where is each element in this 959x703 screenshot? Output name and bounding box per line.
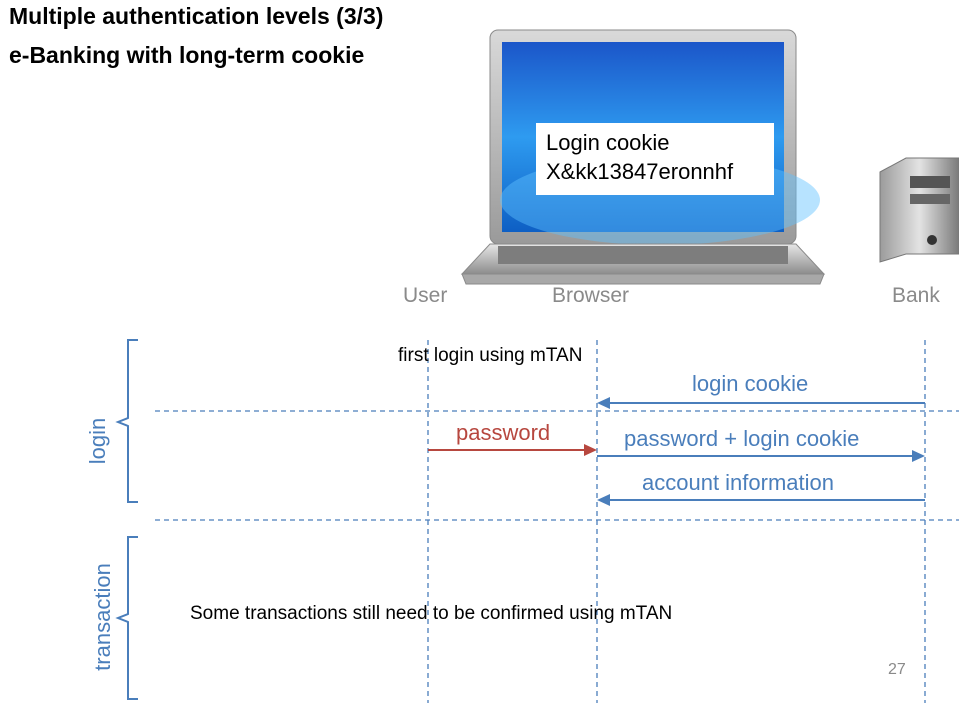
login-brace (115, 339, 138, 503)
message-label: account information (642, 470, 834, 495)
server-tower-icon (879, 157, 959, 263)
arrowhead (912, 450, 925, 462)
transaction-brace (115, 536, 138, 700)
cookie-label: Login cookie (546, 130, 670, 155)
phase-label-login: login (85, 417, 110, 465)
transaction-note: Some transactions still need to be confi… (190, 603, 673, 624)
message-label: password + login cookie (624, 426, 860, 451)
message-label: password (456, 420, 551, 445)
slide-subtitle: e-Banking with long-term cookie (9, 42, 365, 68)
page-number: 27 (888, 661, 906, 678)
cookie-value: X&kk13847eronnhf (546, 159, 734, 184)
cookie-display: Login cookie X&kk13847eronnhf (536, 123, 774, 195)
actor-browser: Browser (552, 284, 630, 307)
first-login-note: first login using mTAN (398, 345, 583, 366)
arrowhead (584, 444, 597, 456)
arrowhead (597, 494, 610, 506)
phase-label-transaction: transaction (90, 563, 115, 671)
arrowhead (597, 397, 610, 409)
slide-title: Multiple authentication levels (3/3) (9, 3, 384, 29)
actor-user: User (403, 284, 448, 307)
actor-bank: Bank (892, 284, 940, 307)
message-label: login cookie (692, 371, 809, 396)
